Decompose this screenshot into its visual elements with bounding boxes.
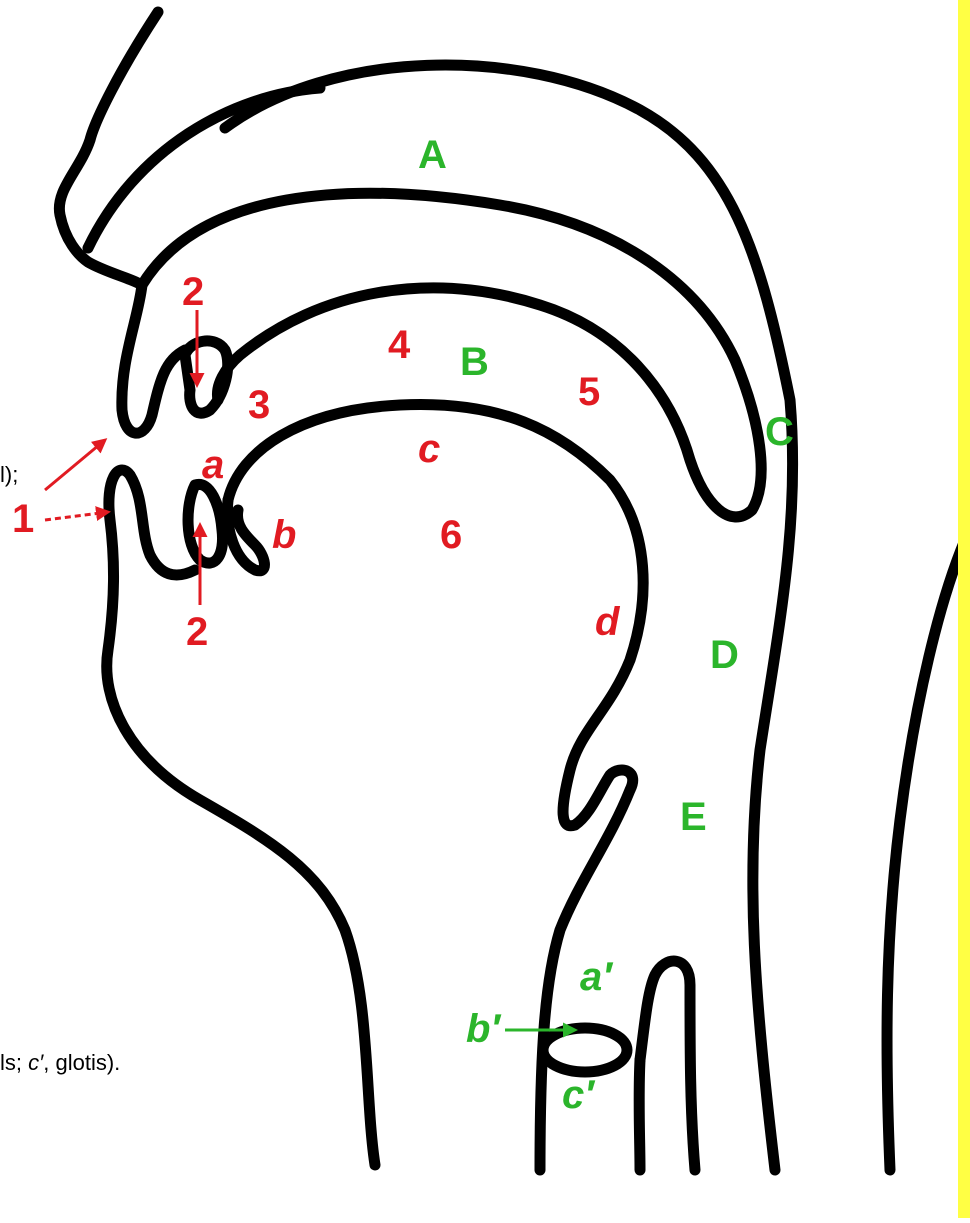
label-a: a <box>202 443 224 487</box>
label-E: E <box>680 795 707 839</box>
label-A: A <box>418 133 447 177</box>
label-6: 6 <box>440 513 462 557</box>
upper-lip <box>122 285 185 433</box>
label-3: 3 <box>248 383 270 427</box>
caption-fragment-2-prefix: ls; <box>0 1050 28 1075</box>
caption-fragment-2-italic: c′ <box>28 1050 43 1075</box>
label-b: b <box>272 513 296 557</box>
caption-fragment-2-suffix: , glotis). <box>43 1050 120 1075</box>
lower-lip-chin <box>107 470 375 1165</box>
yellow-edge-strip <box>958 0 970 1218</box>
caption-fragment-1: l); <box>0 462 18 488</box>
label-a-prime: a′ <box>580 955 614 999</box>
larynx-front <box>640 961 695 1170</box>
label-4: 4 <box>388 323 411 367</box>
lower-teeth <box>188 484 223 563</box>
caption-fragment-2: ls; c′, glotis). <box>0 1050 120 1076</box>
arrow-lips-lower <box>45 512 108 520</box>
label-1: 1 <box>12 497 34 541</box>
tongue-tip <box>227 500 264 571</box>
label-c: c <box>418 427 440 471</box>
nose-outline <box>59 12 158 285</box>
label-2-top: 2 <box>182 270 204 314</box>
arrow-lips-upper <box>45 440 105 490</box>
label-c-prime: c′ <box>562 1073 596 1117</box>
label-5: 5 <box>578 370 600 414</box>
label-D: D <box>710 633 739 677</box>
label-d: d <box>595 600 621 644</box>
caption-fragment-1-text: l); <box>0 462 18 487</box>
nasal-floor <box>142 193 761 517</box>
label-B: B <box>460 340 489 384</box>
label-b-prime: b′ <box>466 1007 502 1051</box>
upper-teeth <box>185 341 228 413</box>
larynx-inner <box>639 1060 640 1170</box>
label-2-bottom: 2 <box>186 610 208 654</box>
label-C: C <box>765 410 794 454</box>
neck-back <box>887 540 965 1170</box>
nasal-cavity-roof <box>225 65 793 1170</box>
vocal-folds <box>543 1028 627 1072</box>
